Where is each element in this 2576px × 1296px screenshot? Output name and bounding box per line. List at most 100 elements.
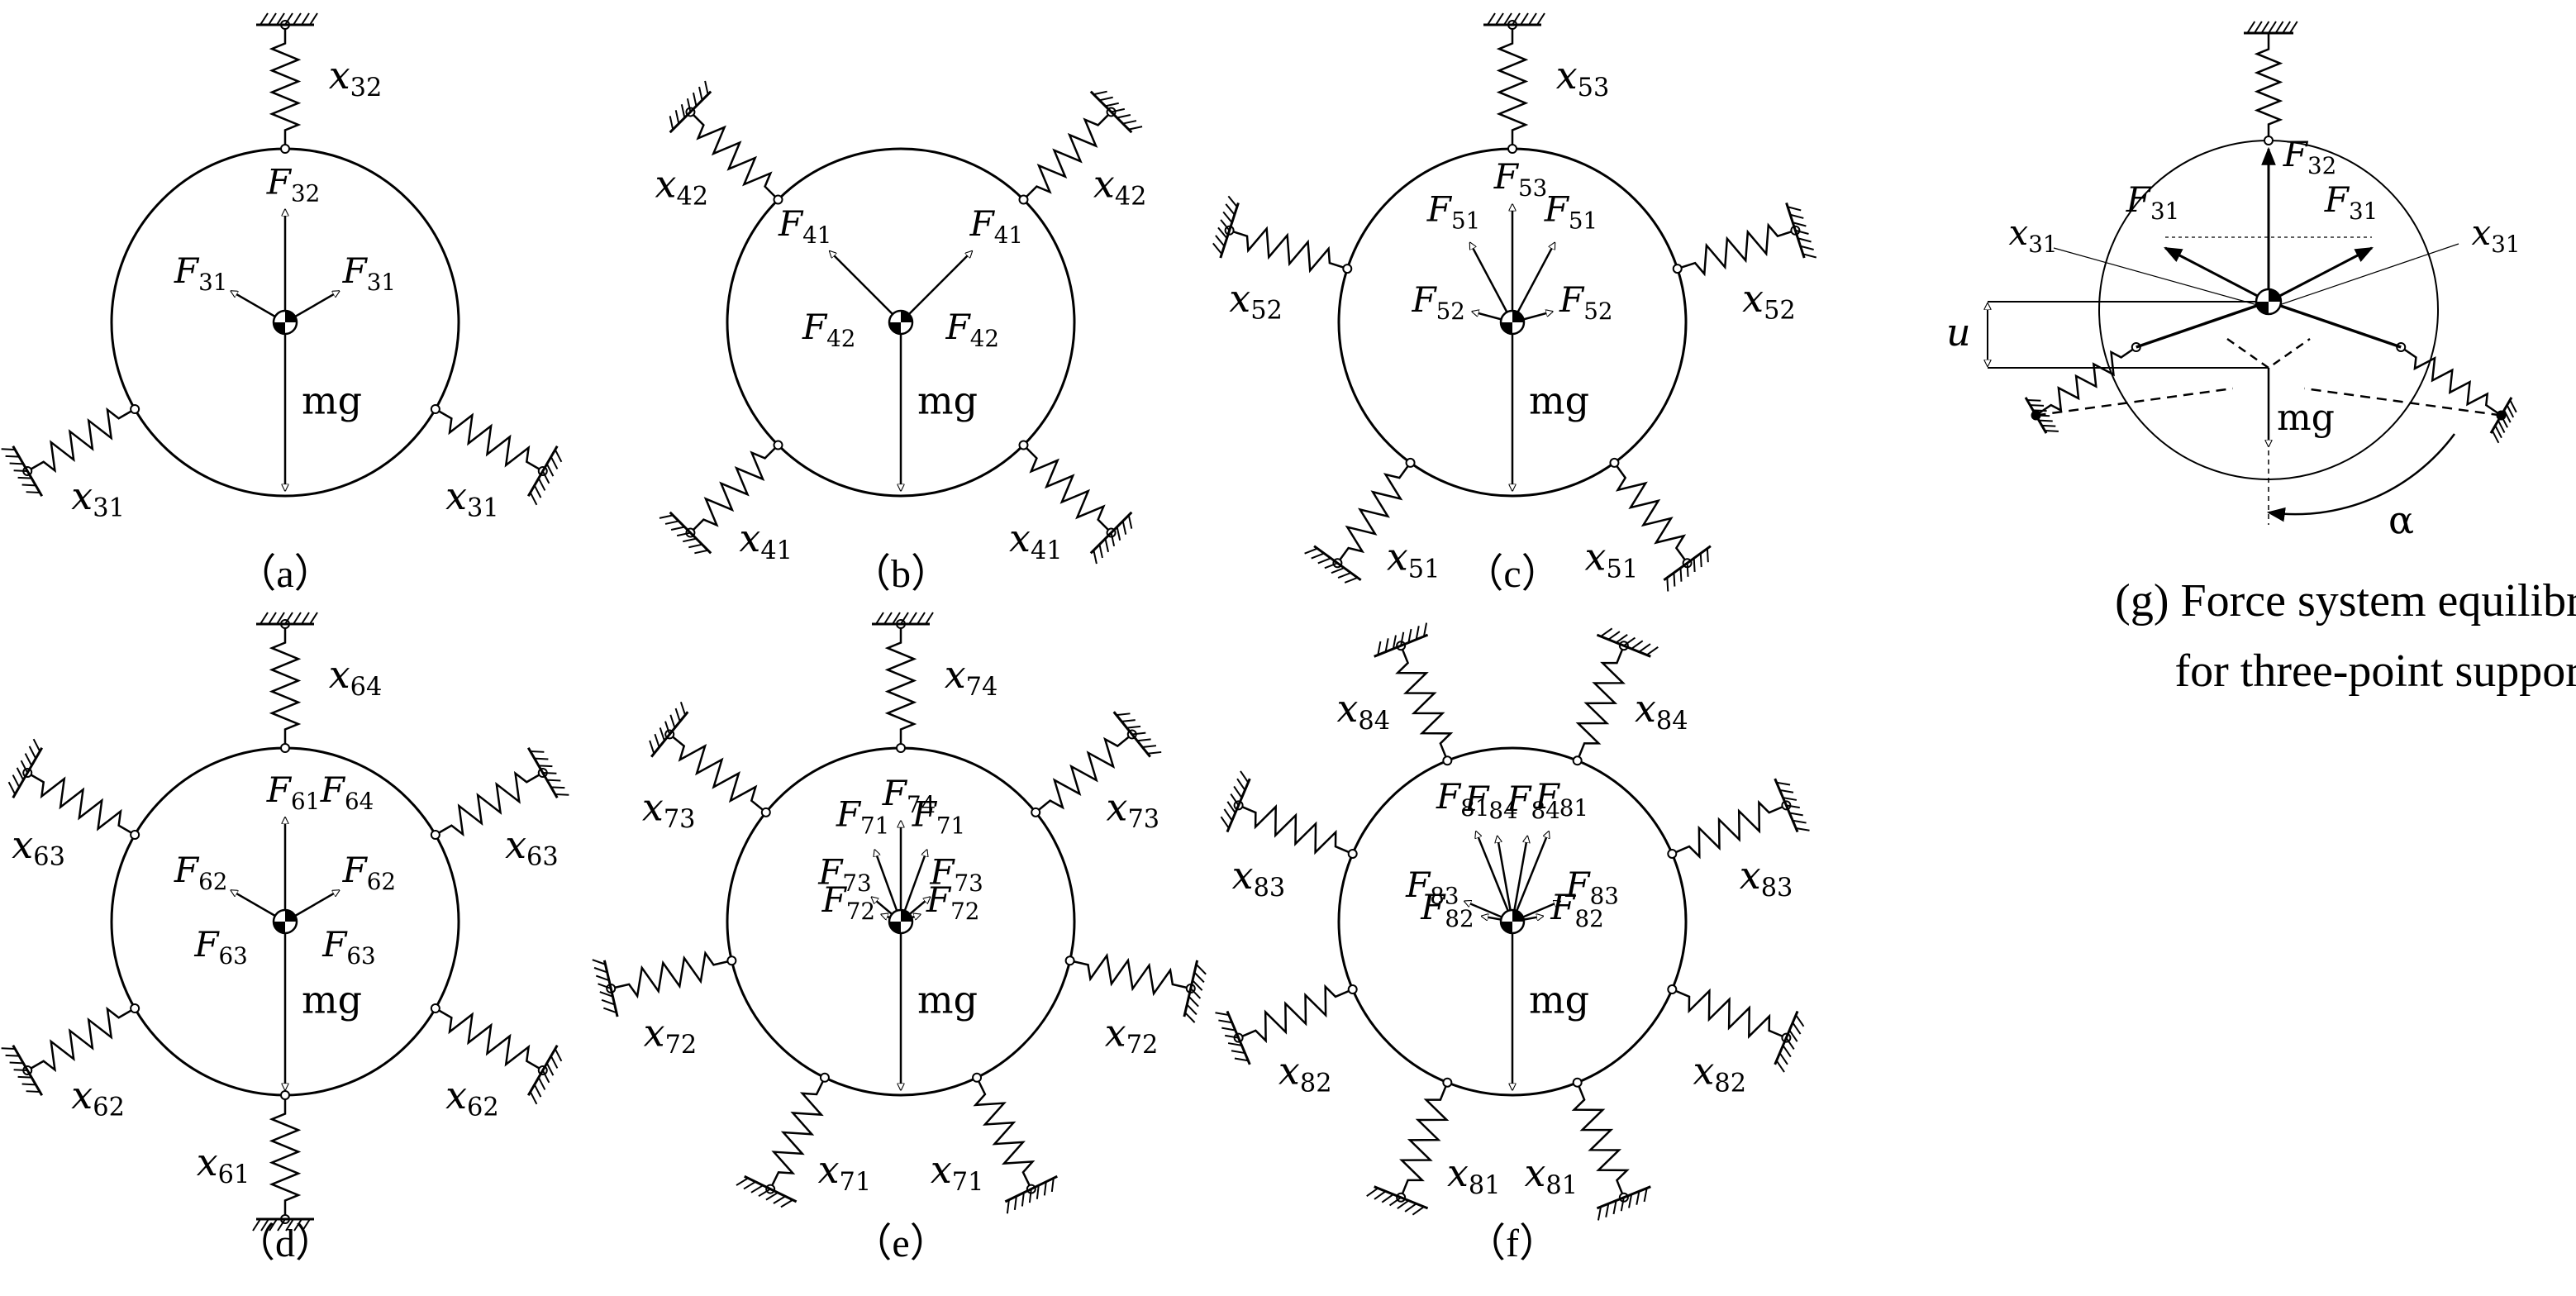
spring-displacement-label: x82 [1693, 1049, 1746, 1098]
force-label: F83 [1564, 865, 1618, 909]
spring-support: x63 [430, 746, 569, 872]
force-arrow [1511, 836, 1527, 922]
panel-caption: （b） [851, 552, 950, 596]
force-arrow [1469, 243, 1514, 323]
spring-displacement-label: x74 [945, 652, 998, 702]
force-label: F52 [1559, 279, 1612, 324]
angle-arc [2266, 433, 2456, 522]
force-label: F82 [1420, 887, 1474, 932]
spring-displacement-label: x71 [818, 1147, 872, 1197]
spring-displacement-label: x32 [329, 53, 383, 102]
spring-displacement-label: x52 [1742, 276, 1796, 326]
ground-hatch-icon [7, 738, 44, 799]
spring-displacement-label: x41 [1009, 516, 1063, 565]
spring-displacement-label: x51 [1387, 534, 1440, 584]
force-arrow [830, 251, 902, 323]
force-label: F32 [266, 162, 320, 207]
panel-caption: （f） [1466, 1222, 1559, 1265]
force-arrow [2268, 246, 2374, 303]
force-arrow [900, 251, 972, 323]
force-arrow [1511, 243, 1556, 323]
ground-hatch-icon [1183, 960, 1207, 1023]
force-arrow [874, 850, 902, 922]
force-label: F81 [1436, 776, 1489, 821]
force-label: F83 [1405, 865, 1459, 909]
ground-hatch-icon [1089, 90, 1143, 134]
spring-support: x31 [1, 404, 140, 523]
weight-label: mg [2277, 397, 2335, 439]
spring-support: x84 [1572, 627, 1688, 766]
weight-label: mg [1529, 978, 1589, 1022]
weight-label: mg [302, 379, 362, 423]
ground-hatch-icon [1304, 545, 1362, 584]
centre-of-mass-icon [272, 908, 298, 935]
weight-label: mg [917, 978, 978, 1022]
spring-support: x74 [872, 612, 998, 753]
weight-label: mg [302, 978, 362, 1022]
centre-of-mass-icon [1499, 908, 1526, 935]
force-label: F62 [342, 850, 396, 894]
force-label: F32 [2283, 134, 2336, 179]
force-label: F72 [926, 879, 979, 924]
spring-displacement-label: x81 [1447, 1151, 1501, 1200]
spring-displacement-label: x51 [1585, 534, 1639, 584]
spring-support: x53 [1483, 12, 1609, 154]
force-label: F73 [929, 851, 983, 896]
spring-displacement-label: x42 [655, 162, 709, 212]
force-label: F41 [778, 203, 831, 248]
force-label: F51 [1544, 188, 1598, 233]
ground-hatch-icon [1663, 545, 1712, 592]
spring-displacement-label: x62 [445, 1073, 499, 1122]
spring-displacement-label: x83 [1232, 853, 1286, 903]
force-label: F51 [1426, 188, 1480, 233]
caption-g-line1: (g) Force system equilibrium [2115, 575, 2576, 627]
force-label: F81 [1535, 776, 1588, 821]
ground-hatch-icon [669, 80, 712, 134]
force-label: F62 [174, 850, 227, 894]
force-label: F31 [2126, 179, 2179, 224]
spring-displacement-label: x31 [2009, 212, 2058, 257]
spring-displacement-label: x63 [505, 822, 559, 872]
panel-caption: （e） [852, 1222, 949, 1265]
panel-caption: （d） [236, 1222, 335, 1265]
spring-support: x63 [7, 738, 140, 872]
force-label: F42 [802, 307, 855, 351]
force-arrow [899, 850, 927, 922]
caption-g-line2: for three-point support [2175, 646, 2576, 697]
spring-support [2024, 300, 2269, 434]
spring-displacement-label: x73 [1106, 784, 1159, 834]
spring-displacement-label: x31 [445, 474, 499, 523]
force-label: F42 [945, 307, 999, 351]
spring-support: x61 [197, 1090, 314, 1232]
ground-hatch-icon [1004, 1174, 1058, 1214]
force-label: F63 [193, 924, 247, 969]
spring-displacement-label: x82 [1278, 1049, 1332, 1098]
force-label: F84 [1506, 779, 1559, 823]
force-arrow [1476, 831, 1514, 922]
centre-of-mass-icon [2255, 288, 2283, 316]
spring-displacement-label: x73 [642, 784, 696, 834]
ground-hatch-icon [659, 511, 712, 555]
ground-hatch-icon [1366, 1185, 1429, 1216]
ground-hatch-icon [256, 12, 318, 26]
spring-support: x73 [1031, 711, 1162, 834]
spring-support: F32 [2244, 21, 2336, 179]
force-label: F61 [266, 770, 320, 814]
spring-support: x72 [592, 950, 737, 1060]
body-circle [1337, 746, 1688, 1097]
spring-support: x83 [1220, 770, 1358, 903]
spring-support: x82 [1215, 984, 1358, 1098]
panel-caption: （a） [236, 552, 333, 596]
centre-of-mass-icon [272, 309, 298, 336]
ground-hatch-icon [736, 1174, 798, 1208]
ground-hatch-icon [1212, 195, 1240, 259]
spring-displacement-label: x64 [329, 652, 383, 702]
ground-hatch-icon [526, 746, 569, 799]
spring-displacement-label: x72 [1105, 1010, 1159, 1060]
